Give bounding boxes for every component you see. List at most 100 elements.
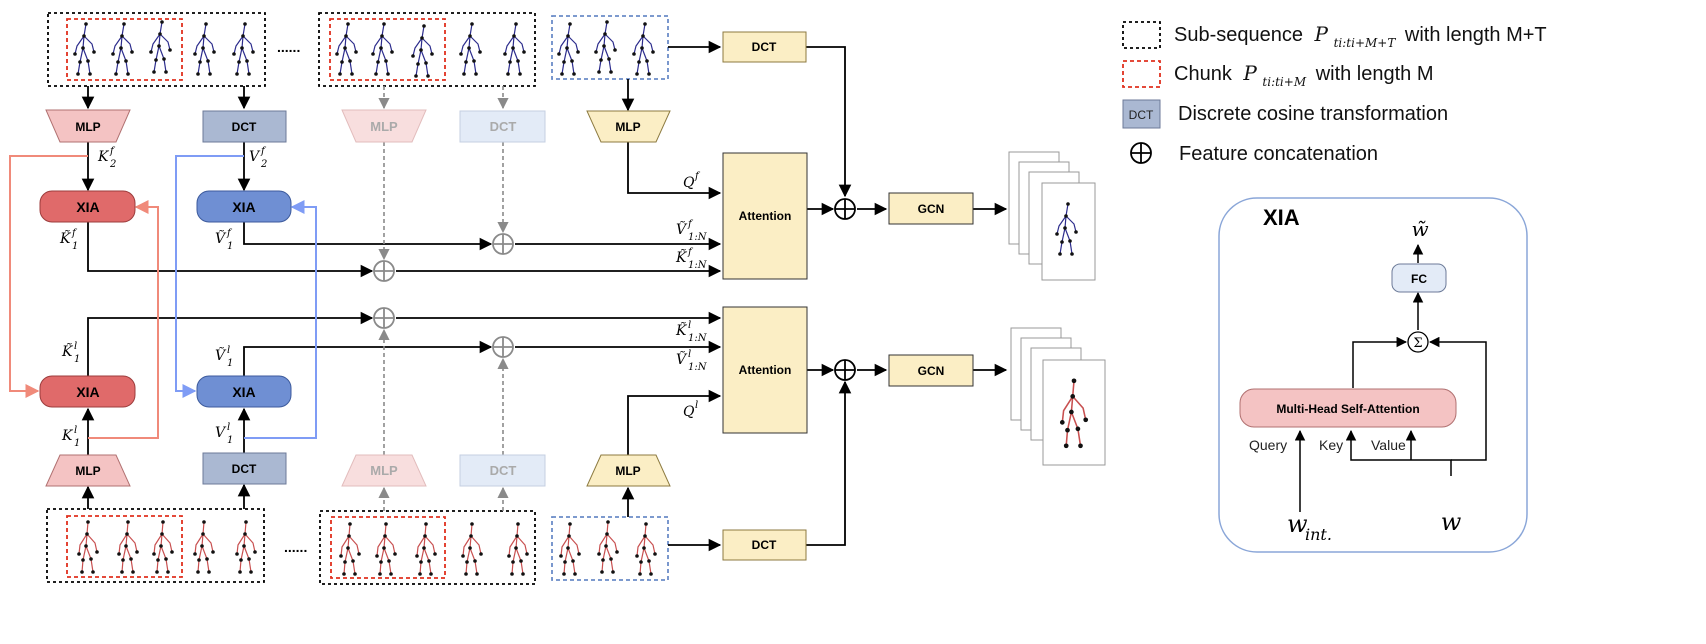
svg-text:K: K (61, 428, 74, 444)
concat-oplus-bottom-output (834, 359, 856, 381)
top-subsequence-box-1 (47, 12, 266, 87)
top-skeleton-8 (410, 23, 435, 79)
svg-text:l: l (695, 400, 698, 411)
mlp-label-bottom-future: MLP (615, 464, 640, 478)
mlp-label-top-faded: MLP (370, 119, 398, 134)
legend-subsequence-sub: ti:ti+M+T (1334, 36, 1397, 50)
legend-chunk-swatch (1122, 60, 1161, 88)
xia-sum-icon (1407, 331, 1429, 353)
top-skeleton-13 (631, 21, 656, 77)
dct-block-top-future (722, 31, 807, 63)
xia-block-bottom-blue (196, 375, 292, 408)
svg-text:l: l (74, 341, 77, 352)
xia-output-label: w̃ (1411, 217, 1428, 241)
top-ellipsis: ...... (277, 39, 300, 55)
top-skeleton-4 (192, 21, 217, 77)
bottom-skeleton-9 (460, 521, 484, 577)
bottom-skeleton-4 (192, 519, 216, 575)
svg-text:Ṽ: Ṽ (215, 346, 227, 364)
bottom-skeleton-3 (151, 519, 175, 575)
gcn-block-bottom (888, 354, 974, 387)
label-K1Nf: K̃ f 1:N (675, 247, 708, 271)
svg-text:l: l (227, 345, 230, 356)
bottom-skeleton-8 (414, 521, 438, 577)
svg-text:Ṽ: Ṽ (676, 350, 688, 368)
label-K1l-tilde: K̃ l 1 (61, 341, 80, 365)
legend-chunk-symbol: P (1242, 61, 1257, 85)
mlp-block-bottom-future (586, 454, 671, 487)
svg-text:l: l (74, 425, 77, 436)
concat-oplus-k1f (373, 260, 395, 282)
dct-block-top-past (202, 110, 287, 143)
output-stack-top (1008, 151, 1096, 281)
svg-text:f: f (687, 219, 694, 230)
dct-block-bottom-past (202, 452, 287, 485)
bottom-skeleton-11 (558, 521, 582, 577)
dct-label-bottom-past: DCT (232, 462, 257, 476)
svg-text:f: f (687, 247, 694, 258)
top-skeleton-1 (72, 21, 97, 77)
xia-label-bottom-red: XIA (76, 384, 99, 400)
mlp-block-top-past (45, 109, 131, 143)
attention-block-bottom (722, 306, 808, 434)
svg-text:2: 2 (260, 159, 267, 170)
svg-text:K̃: K̃ (675, 248, 688, 266)
top-skeleton-7 (370, 21, 395, 77)
label-V2f: V f 2 (249, 146, 267, 170)
svg-text:f: f (109, 146, 116, 157)
top-skeleton-11 (556, 21, 581, 77)
label-K1f-tilde: K̃ f 1 (59, 228, 78, 252)
svg-text:l: l (688, 349, 691, 360)
xia-detail-panel: XIA Multi-Head Self-Attention FC Σ w̃ Qu… (1218, 197, 1528, 553)
legend-dct-text: Discrete cosine transformation (1178, 103, 1448, 125)
dct-label-top-future: DCT (752, 40, 777, 54)
attention-label-bottom: Attention (739, 363, 792, 377)
top-skeleton-10 (502, 21, 527, 77)
top-skeleton-2 (110, 21, 135, 77)
mlp-block-bottom-faded (341, 454, 427, 487)
dct-label-bottom-future: DCT (752, 538, 777, 552)
svg-text:1:N: 1:N (688, 362, 708, 373)
gcn-label-bottom: GCN (918, 364, 945, 378)
concat-oplus-v1l (492, 336, 514, 358)
legend-oplus-icon (1130, 142, 1152, 164)
svg-text:K̃: K̃ (61, 342, 74, 360)
bottom-subsequence-box-1 (46, 508, 265, 583)
legend-dct-swatch (1122, 99, 1161, 129)
xia-query-label: Query (1249, 437, 1287, 453)
bottom-chunk-box-2 (330, 516, 446, 579)
concat-oplus-v1f (492, 233, 514, 255)
svg-text:K̃: K̃ (675, 321, 688, 339)
dct-block-top-faded (459, 110, 546, 143)
legend-subsequence-suffix: with length M+T (1404, 24, 1547, 46)
xia-block-top-blue (196, 190, 292, 223)
svg-text:V: V (215, 425, 227, 441)
attention-block-top (722, 152, 808, 280)
top-skeleton-5 (231, 21, 256, 77)
svg-text:1: 1 (74, 438, 80, 449)
legend-chunk-suffix: with length M (1315, 63, 1434, 85)
concat-oplus-top-output (834, 198, 856, 220)
xia-detail-title: XIA (1263, 205, 1300, 230)
svg-text:1: 1 (227, 435, 233, 446)
dct-block-bottom-future (722, 529, 807, 561)
label-V1f-tilde: Ṽ f 1 (215, 228, 233, 252)
xia-block-bottom-red (39, 375, 136, 408)
top-skeleton-9 (458, 21, 483, 77)
bottom-skeleton-6 (338, 521, 362, 577)
xia-fc-label: FC (1411, 272, 1427, 286)
label-V1l: V l 1 (215, 422, 233, 446)
svg-text:f: f (226, 228, 233, 239)
top-skeleton-6 (334, 21, 359, 77)
output-stack-bottom (1010, 327, 1106, 466)
label-V1Nl: Ṽ l 1:N (676, 349, 708, 373)
dct-label-top-faded: DCT (490, 119, 517, 134)
mlp-label-bottom-past: MLP (75, 464, 100, 478)
legend-chunk-prefix: Chunk (1174, 63, 1233, 85)
label-Ql: Q l (683, 400, 698, 420)
dct-label-bottom-faded: DCT (490, 463, 517, 478)
xia-key-label: Key (1319, 437, 1343, 453)
mlp-label-top-past: MLP (75, 120, 100, 134)
label-K1Nl: K̃ l 1:N (675, 320, 708, 344)
